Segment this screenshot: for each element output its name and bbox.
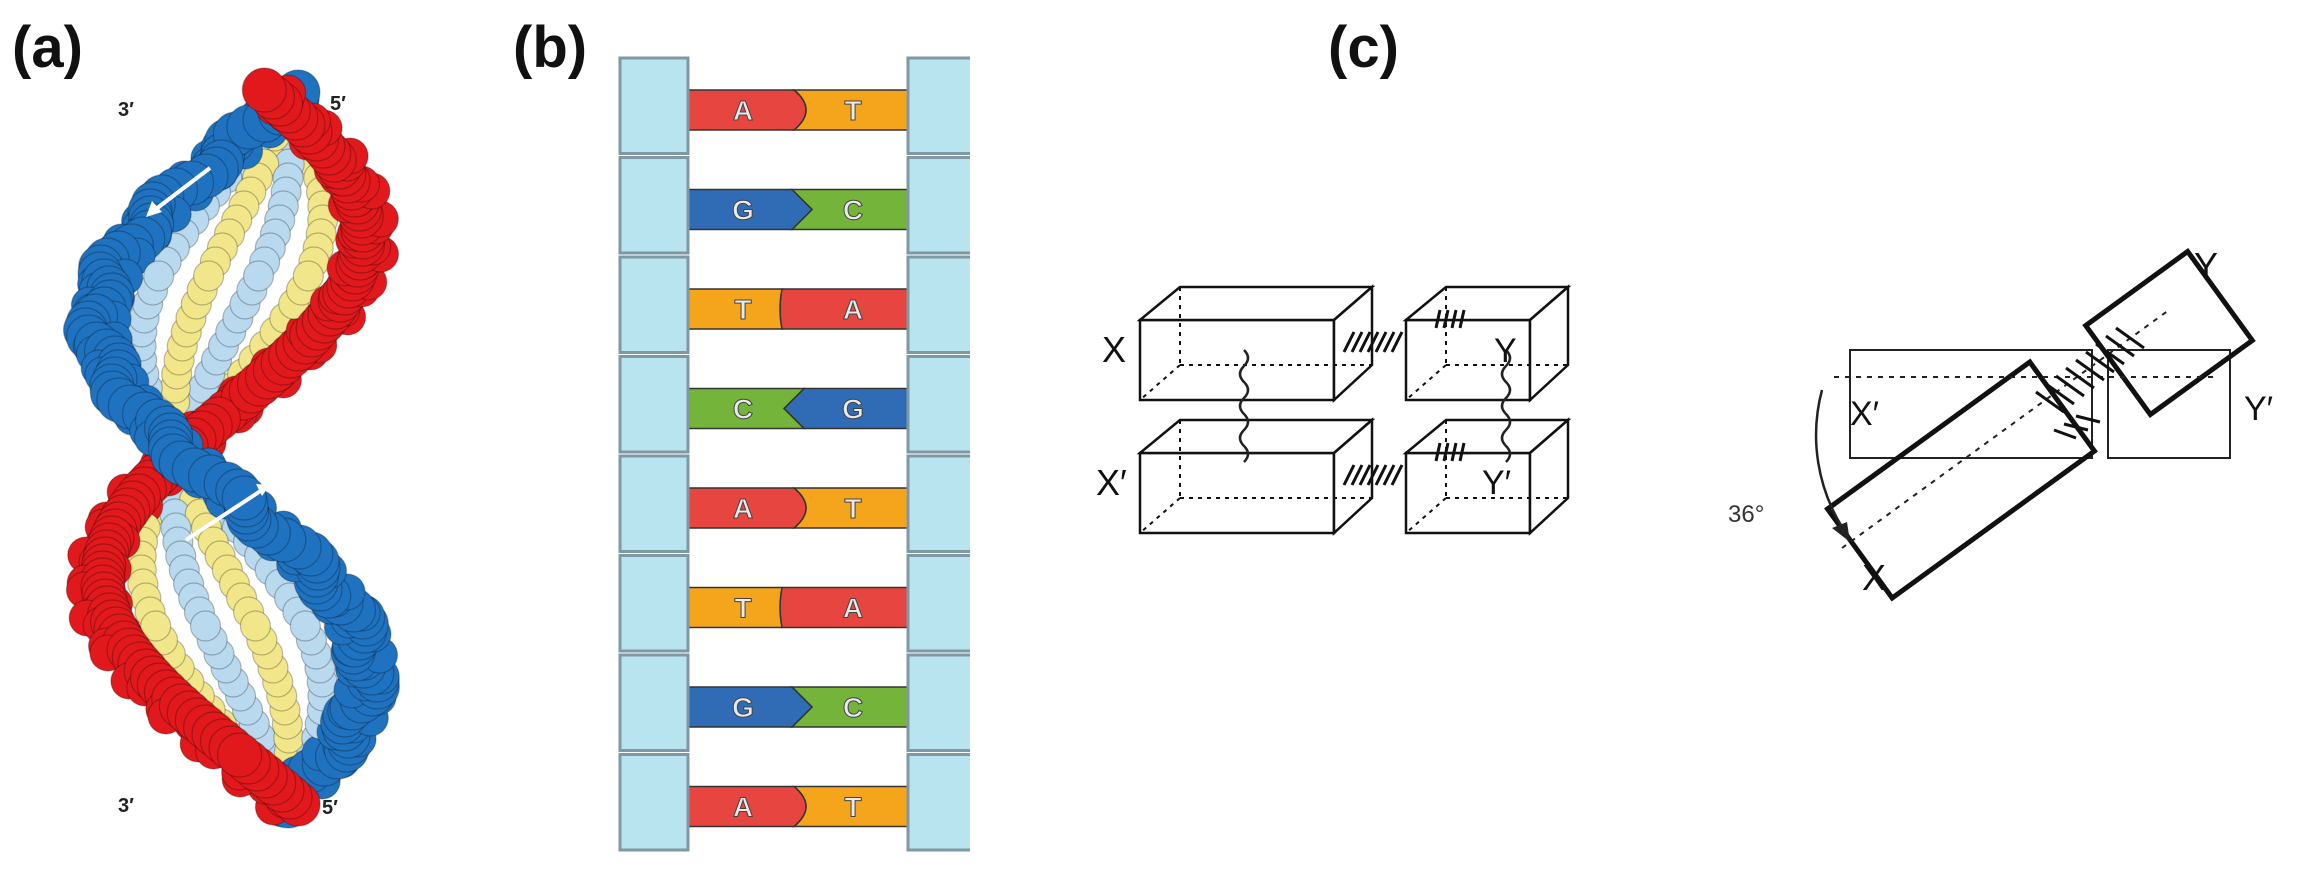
- base-letter-right: T: [844, 493, 861, 524]
- backbone-block-left: [618, 454, 690, 553]
- base-letter-right: C: [843, 195, 863, 226]
- base-letter-left: A: [733, 95, 753, 126]
- dna-helix-model: 3′ 5′ 3′ 5′: [62, 67, 400, 829]
- arrowhead-upper: [146, 201, 162, 217]
- reference-label-x-prime: X′: [1850, 395, 1879, 433]
- backbone-block-right: [906, 56, 970, 155]
- helix-atom: [217, 732, 263, 778]
- rotated-hbond-hatching: [2035, 326, 2145, 440]
- base-letter-left: T: [734, 593, 751, 624]
- strand-end-label-bottom-right: 5′: [322, 797, 338, 819]
- base-A: [687, 785, 807, 828]
- backbone-block-left: [618, 156, 690, 255]
- helix-atoms: [62, 67, 400, 829]
- panel-label-a: (a): [12, 15, 83, 80]
- backbone-block-left: [618, 355, 690, 454]
- arrowhead-lower: [256, 484, 270, 496]
- rotation-arrow: [1814, 389, 1846, 531]
- backbone-block-right: [906, 355, 970, 454]
- helix-atom: [239, 610, 271, 642]
- helix-atom: [241, 67, 287, 113]
- box-y-prime: [1402, 417, 1572, 536]
- backbone-block-left: [618, 653, 690, 752]
- box-x-prime: [1136, 417, 1376, 536]
- base-A: [687, 487, 807, 529]
- base-letter-left: T: [734, 294, 751, 325]
- backbone-block-right: [906, 255, 970, 354]
- base-letter-right: T: [844, 792, 861, 823]
- helix-atom: [242, 260, 275, 292]
- reference-label-y-prime: Y′: [2244, 390, 2273, 428]
- helix-atom: [143, 260, 175, 292]
- strand-arrow-lower: [184, 488, 264, 542]
- base-T: [687, 586, 783, 629]
- backbone-block-left: [618, 255, 690, 354]
- box-label-x-prime: X′: [1096, 462, 1127, 503]
- stacking-schematic: X Y X′ Y′ Y: [1096, 245, 2273, 602]
- panel-label-b: (b): [513, 15, 588, 80]
- rotated-axis-line: [1841, 309, 2170, 549]
- rotated-rect-y: [2082, 247, 2256, 419]
- base-letter-right: A: [843, 593, 863, 624]
- helix-atom: [289, 610, 321, 642]
- backbone-block-right: [906, 156, 970, 255]
- backbone-block-left: [618, 753, 690, 852]
- base-letter-left: G: [732, 195, 754, 226]
- stacking-interaction-wiggles: [1238, 349, 1512, 463]
- backbone-block-right: [906, 454, 970, 553]
- base-T: [687, 288, 783, 330]
- base-letter-right: T: [844, 95, 861, 126]
- backbone-block-right: [906, 554, 970, 653]
- panel-label-c: (c): [1328, 15, 1399, 80]
- rotation-schematic: [1814, 247, 2256, 602]
- helix-atom: [193, 260, 225, 292]
- backbone-block-left: [618, 56, 690, 155]
- base-A: [687, 89, 807, 131]
- rotated-label-y: Y: [2194, 245, 2218, 286]
- backbone-block-right: [906, 753, 970, 852]
- hydrogen-bond-hatching: [1342, 309, 1466, 486]
- base-letter-left: G: [732, 692, 754, 723]
- rotation-arrowhead: [1832, 522, 1850, 542]
- box-x: [1136, 284, 1376, 403]
- backbone-block-right: [906, 653, 970, 752]
- base-letter-right: C: [843, 692, 863, 723]
- helix-atom: [140, 610, 172, 642]
- backbone-block-left: [618, 554, 690, 653]
- rotated-label-x: X: [1862, 557, 1886, 598]
- rotated-rect-x: [1824, 358, 2098, 602]
- helix-atom: [189, 610, 222, 642]
- base-letter-left: C: [733, 394, 753, 425]
- base-letter-left: A: [733, 792, 753, 823]
- box-label-y: Y: [1494, 332, 1517, 370]
- box-label-y-prime: Y′: [1482, 464, 1511, 502]
- strand-end-label-top-right: 5′: [330, 93, 346, 115]
- reference-rect-left: [1849, 349, 2093, 459]
- base-letter-left: A: [733, 493, 753, 524]
- strand-end-label-top-left: 3′: [118, 99, 134, 121]
- ladder-backbones: [618, 56, 970, 852]
- base-letter-right: A: [843, 294, 863, 325]
- strand-direction-arrows: [146, 166, 270, 542]
- box-label-x: X: [1102, 329, 1126, 370]
- reference-rect-right: [2107, 349, 2231, 459]
- helix-atom: [292, 260, 324, 292]
- strand-end-label-bottom-left: 3′: [118, 795, 134, 817]
- base-letter-right: G: [842, 394, 864, 425]
- rotation-angle-label: 36°: [1728, 501, 1764, 528]
- strand-arrow-upper: [150, 166, 212, 214]
- stacked-boxes: [1136, 284, 1572, 536]
- box-y: [1402, 284, 1572, 403]
